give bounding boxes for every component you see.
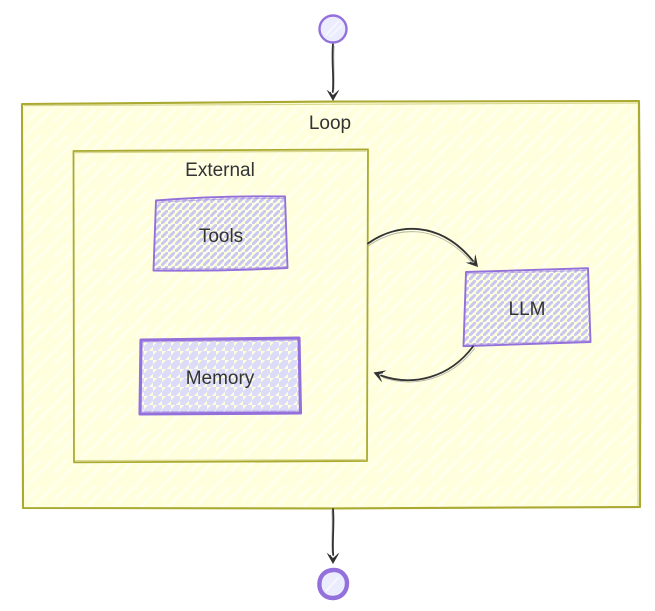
- node-llm: LLM: [462, 267, 592, 348]
- node-end: [317, 567, 350, 601]
- cluster-external-label: External: [185, 160, 255, 181]
- node-tools-label: Tools: [199, 226, 243, 247]
- edge-external-to-llm: [367, 227, 484, 272]
- node-llm-box: [462, 267, 592, 348]
- node-memory-label: Memory: [186, 368, 255, 389]
- node-llm-label: LLM: [509, 299, 546, 320]
- cluster-loop-label: Loop: [309, 113, 351, 134]
- edge-llm-to-external: [370, 345, 476, 384]
- node-memory-box: [138, 336, 303, 416]
- node-tools: Tools: [152, 195, 289, 272]
- edge-start-to-loop: [326, 43, 340, 102]
- edge-loop-to-end: [326, 508, 340, 565]
- node-memory: Memory: [138, 336, 303, 416]
- node-tools-box: [152, 195, 289, 272]
- start-circle: [318, 14, 348, 44]
- node-start: [318, 14, 348, 44]
